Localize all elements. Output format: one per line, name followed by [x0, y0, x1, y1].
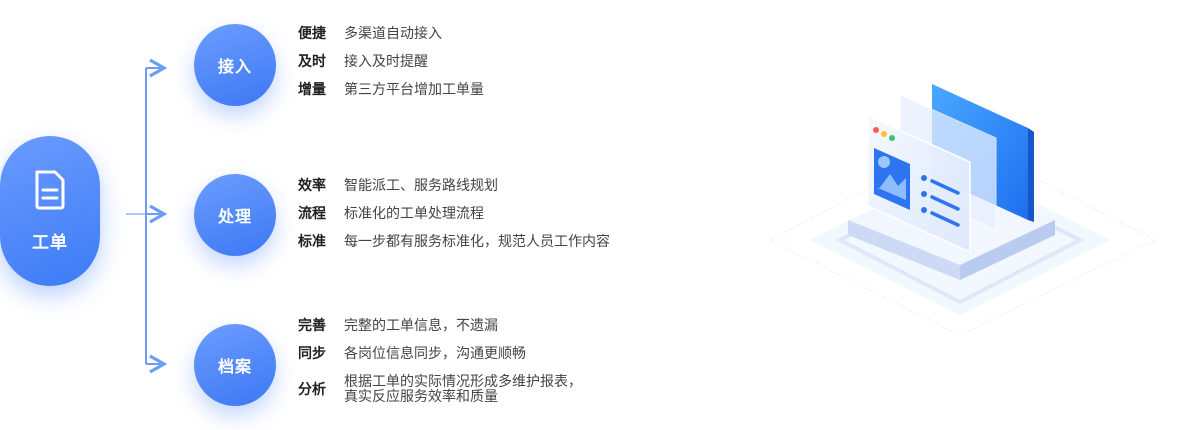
item-value: 完整的工单信息，不遗漏 — [344, 318, 498, 334]
branch-items-archive: 完善 完整的工单信息，不遗漏 同步 各岗位信息同步，沟通更顺畅 分析 根据工单的… — [298, 316, 582, 408]
item-key: 标准 — [298, 234, 326, 250]
item-key: 增量 — [298, 82, 326, 98]
root-label: 工单 — [32, 232, 68, 253]
list-item: 增量 第三方平台增加工单量 — [298, 80, 484, 108]
branch-node-archive: 档案 — [194, 324, 276, 406]
branch-items-process: 效率 智能派工、服务路线规划 流程 标准化的工单处理流程 标准 每一步都有服务标… — [298, 176, 610, 260]
root-node-work-order: 工单 — [0, 136, 100, 286]
item-key: 分析 — [298, 382, 326, 398]
item-value: 标准化的工单处理流程 — [344, 206, 484, 222]
item-key: 及时 — [298, 54, 326, 70]
list-item: 标准 每一步都有服务标准化，规范人员工作内容 — [298, 232, 610, 260]
branch-node-process: 处理 — [194, 174, 276, 256]
item-value: 根据工单的实际情况形成多维护报表， 真实反应服务效率和质量 — [344, 375, 582, 405]
item-key: 同步 — [298, 346, 326, 362]
list-item: 完善 完整的工单信息，不遗漏 — [298, 316, 582, 344]
item-key: 效率 — [298, 178, 326, 194]
item-value-line: 根据工单的实际情况形成多维护报表， — [344, 374, 582, 390]
item-value: 多渠道自动接入 — [344, 26, 442, 42]
item-value: 每一步都有服务标准化，规范人员工作内容 — [344, 234, 610, 250]
list-item: 同步 各岗位信息同步，沟通更顺畅 — [298, 344, 582, 372]
list-item: 分析 根据工单的实际情况形成多维护报表， 真实反应服务效率和质量 — [298, 372, 582, 408]
list-item: 效率 智能派工、服务路线规划 — [298, 176, 610, 204]
list-item: 及时 接入及时提醒 — [298, 52, 484, 80]
item-value: 智能派工、服务路线规划 — [344, 178, 498, 194]
list-item: 流程 标准化的工单处理流程 — [298, 204, 610, 232]
item-key: 便捷 — [298, 26, 326, 42]
branch-node-access: 接入 — [194, 24, 276, 106]
list-item: 便捷 多渠道自动接入 — [298, 24, 484, 52]
item-key: 完善 — [298, 318, 326, 334]
work-order-illustration — [768, 84, 1157, 336]
tree-connector — [126, 58, 168, 374]
item-key: 流程 — [298, 206, 326, 222]
item-value: 接入及时提醒 — [344, 54, 428, 70]
item-value-line: 真实反应服务效率和质量 — [344, 389, 498, 405]
document-icon — [35, 170, 65, 209]
item-value: 第三方平台增加工单量 — [344, 82, 484, 98]
item-value: 各岗位信息同步，沟通更顺畅 — [344, 346, 526, 362]
branch-items-access: 便捷 多渠道自动接入 及时 接入及时提醒 增量 第三方平台增加工单量 — [298, 24, 484, 108]
